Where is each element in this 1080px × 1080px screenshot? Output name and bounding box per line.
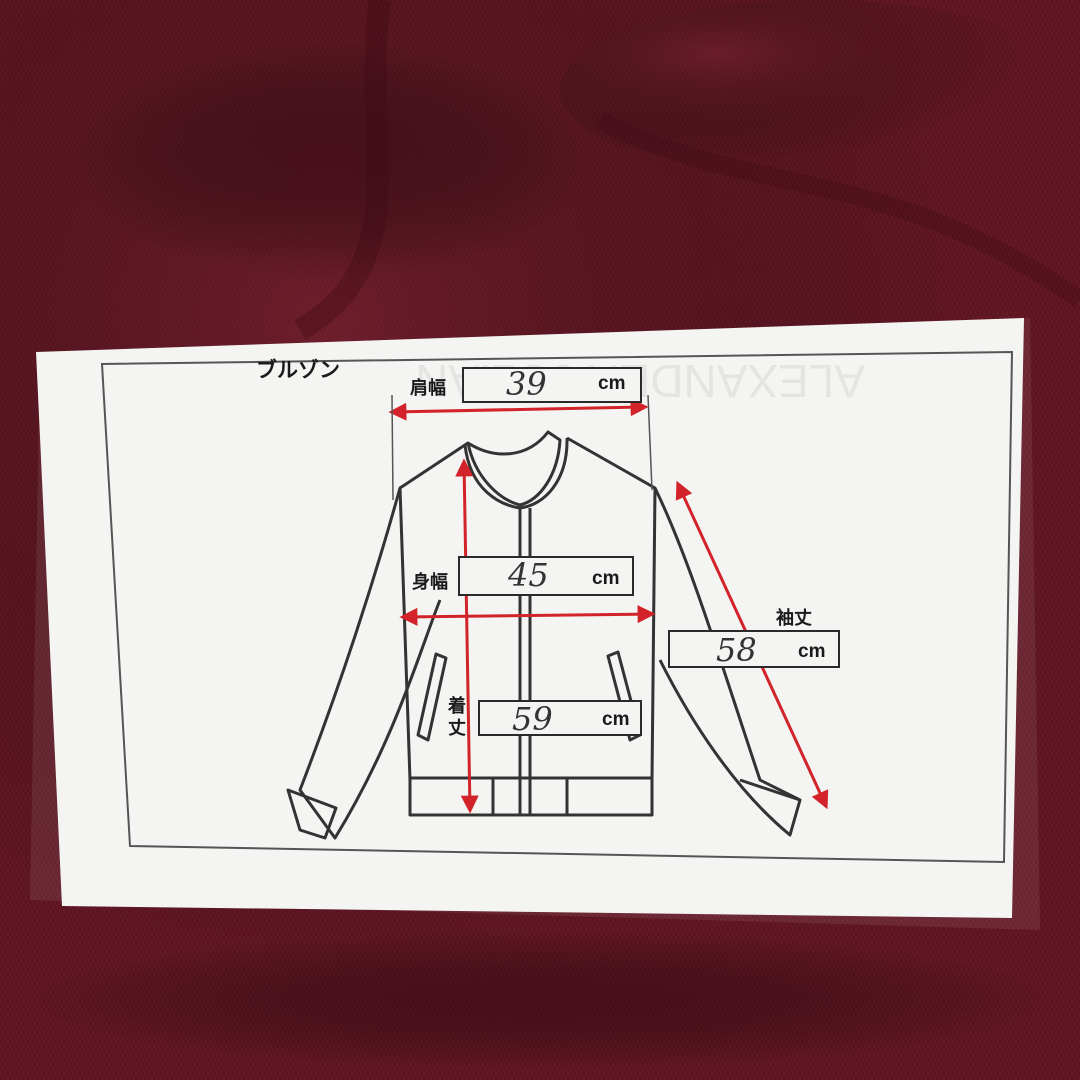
shoulder-value: 39 (506, 365, 547, 403)
shoulder-arrow (388, 398, 649, 421)
shoulder-label: 肩幅 (410, 378, 446, 399)
card-frame (100, 350, 1014, 864)
sleeve-field (668, 630, 840, 668)
chest-label: 身幅 (412, 572, 448, 593)
length-value: 59 (512, 700, 553, 738)
sleeve-label: 袖丈 (776, 608, 812, 629)
length-label-bottom: 丈 (448, 718, 466, 739)
shoulder-field (462, 367, 642, 403)
chest-value: 45 (508, 556, 549, 594)
shoulder-unit: cm (598, 373, 626, 394)
length-field (478, 700, 642, 736)
chest-arrow (399, 605, 656, 626)
garment-type-title: ブルゾン (256, 358, 340, 382)
chest-field (458, 556, 634, 596)
sleeve-value: 58 (716, 631, 757, 669)
length-arrow (455, 458, 479, 814)
sleeve-unit: cm (798, 641, 826, 662)
chest-unit: cm (592, 568, 620, 589)
length-unit: cm (602, 709, 630, 730)
length-label: 着 丈 (446, 696, 468, 740)
length-label-top: 着 (448, 696, 466, 717)
